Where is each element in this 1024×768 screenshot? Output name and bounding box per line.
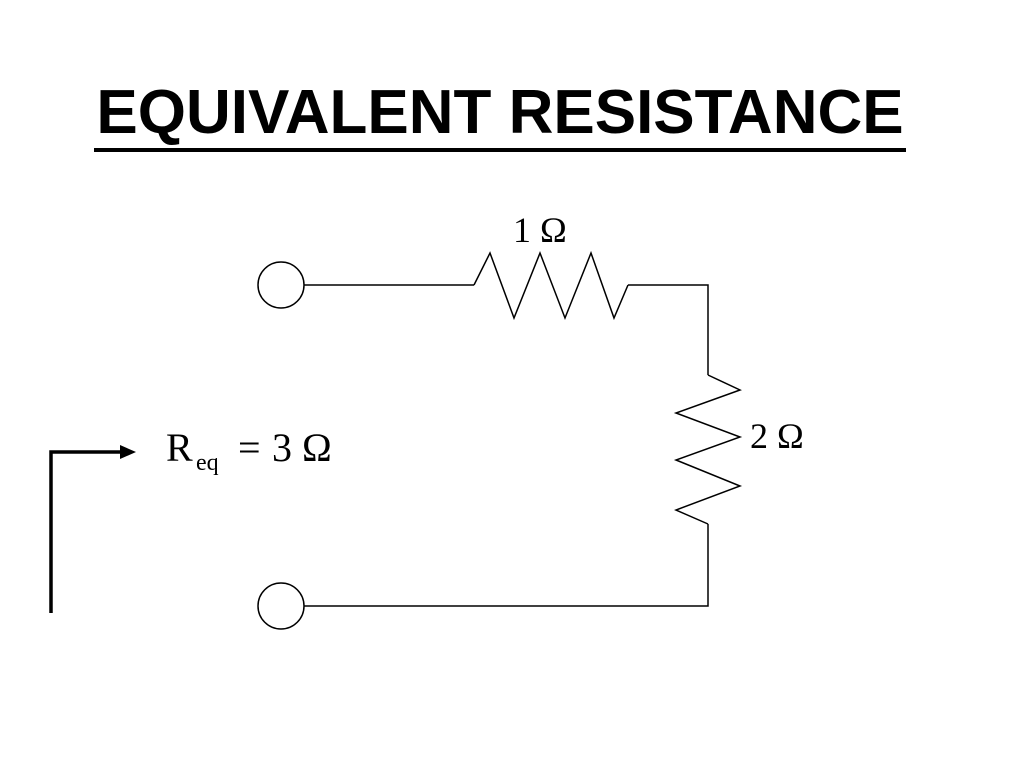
slide-title: EQUIVALENT RESISTANCE (94, 78, 906, 152)
top-wire-right (628, 284, 709, 375)
bottom-wire (304, 524, 709, 607)
top-terminal (257, 261, 305, 309)
req-value: 3 Ω (272, 425, 332, 470)
resistor-right (673, 374, 743, 525)
resistor-right-label: 2 Ω (750, 416, 804, 456)
req-subscript: eq (196, 450, 219, 476)
bottom-terminal (257, 582, 305, 630)
slide-title-wrapper: EQUIVALENT RESISTANCE (0, 76, 1000, 152)
resistor-top-label: 1 Ω (513, 210, 567, 250)
req-symbol: R (166, 425, 193, 470)
resistor-top (473, 250, 629, 321)
req-equals: = (238, 425, 261, 470)
equivalent-arrow-line (49, 450, 124, 613)
equivalent-arrowhead (120, 445, 136, 459)
